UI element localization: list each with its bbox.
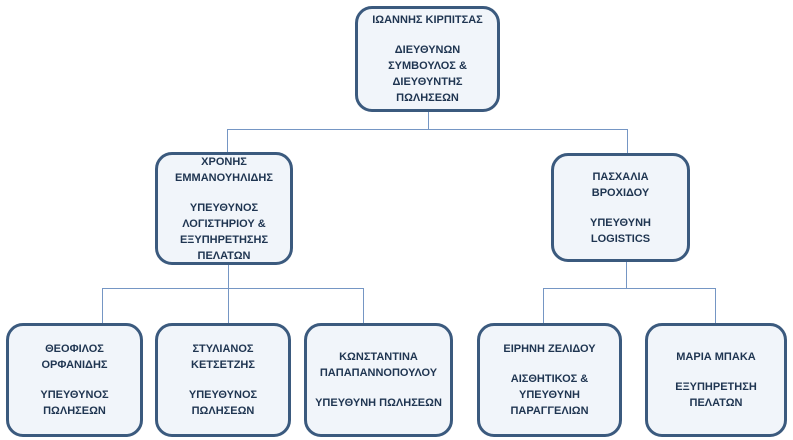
node-accounting-manager-role: ΥΠΕΥΘΥΝΟΣ ΛΟΓΙΣΤΗΡΙΟΥ & ΕΞΥΠΗΡΕΤΗΣΗΣ ΠΕΛ… [179,201,269,262]
node-sales-2: ΣΤΥΛΙΑΝΟΣ ΚΕΤΣΕΤΖΗΣ ΥΠΕΥΘΥΝΟΣ ΠΩΛΗΣΕΩΝ [155,323,291,437]
connector-drop-customer-service-1 [715,288,716,323]
connector-drop-sales-3 [363,288,364,323]
node-logistics-manager-role: ΥΠΕΥΘΥΝΗ LOGISTICS [589,216,651,245]
node-sales-3: ΚΩΝΣΤΑΝΤΙΝΑ ΠΑΠΑΠΑΝΝΟΠΟΥΛΟΥ ΥΠΕΥΘΥΝΗ ΠΩΛ… [304,323,453,437]
connector-drop-orders-1 [543,288,544,323]
connector-level2-horizontal [227,129,628,130]
connector-level3-left-horizontal [102,288,363,289]
node-sales-3-name: ΚΩΝΣΤΑΝΤΙΝΑ ΠΑΠΑΠΑΝΝΟΠΟΥΛΟΥ [319,351,438,379]
connector-drop-sales-1 [102,288,103,323]
connector-drop-accounting-manager [227,129,228,152]
node-ceo-role: ΔΙΕΥΘΥΝΩΝ ΣΥΜΒΟΥΛΟΣ & ΔΙΕΥΘΥΝΤΗΣ ΠΩΛΗΣΕΩ… [388,44,467,104]
connector-accounting-manager-down [228,265,229,323]
node-orders-1-name: ΕΙΡΗΝΗ ΖΕΛΙΔΟΥ [503,343,596,355]
node-sales-1-role: ΥΠΕΥΘΥΝΟΣ ΠΩΛΗΣΕΩΝ [40,389,109,417]
node-sales-2-role: ΥΠΕΥΘΥΝΟΣ ΠΩΛΗΣΕΩΝ [188,389,258,417]
node-sales-3-role: ΥΠΕΥΘΥΝΗ ΠΩΛΗΣΕΩΝ [315,397,442,409]
node-logistics-manager: ΠΑΣΧΑΛΙΑ ΒΡΟΧΙΔΟΥ ΥΠΕΥΘΥΝΗ LOGISTICS [551,153,690,262]
node-logistics-manager-name: ΠΑΣΧΑΛΙΑ ΒΡΟΧΙΔΟΥ [591,170,650,199]
node-accounting-manager-name: ΧΡΟΝΗΣ ΕΜΜΑΝΟΥΗΛΙΔΗΣ [175,155,273,184]
node-customer-service-1: ΜΑΡΙΑ ΜΠΑΚΑ ΕΞΥΠΗΡΕΤΗΣΗ ΠΕΛΑΤΩΝ [645,323,787,437]
node-sales-2-name: ΣΤΥΛΙΑΝΟΣ ΚΕΤΣΕΤΖΗΣ [191,343,255,371]
connector-level3-right-horizontal [543,288,716,289]
node-ceo-name: ΙΩΑΝΝΗΣ ΚΙΡΠΙΤΣΑΣ [372,14,483,26]
node-orders-1: ΕΙΡΗΝΗ ΖΕΛΙΔΟΥ ΑΙΣΘΗΤΙΚΟΣ & ΥΠΕΥΘΥΝΗ ΠΑΡ… [477,323,622,437]
connector-drop-logistics-manager [627,129,628,153]
node-orders-1-role: ΑΙΣΘΗΤΙΚΟΣ & ΥΠΕΥΘΥΝΗ ΠΑΡΑΓΓΕΛΙΩΝ [510,373,589,417]
node-sales-1: ΘΕΟΦΙΛΟΣ ΟΡΦΑΝΙΔΗΣ ΥΠΕΥΘΥΝΟΣ ΠΩΛΗΣΕΩΝ [6,323,143,437]
node-customer-service-1-name: ΜΑΡΙΑ ΜΠΑΚΑ [676,351,756,363]
node-accounting-manager: ΧΡΟΝΗΣ ΕΜΜΑΝΟΥΗΛΙΔΗΣ ΥΠΕΥΘΥΝΟΣ ΛΟΓΙΣΤΗΡΙ… [155,152,293,265]
connector-ceo-down [428,112,429,129]
node-sales-1-name: ΘΕΟΦΙΛΟΣ ΟΡΦΑΝΙΔΗΣ [41,343,108,371]
connector-logistics-manager-down [626,262,627,288]
node-ceo: ΙΩΑΝΝΗΣ ΚΙΡΠΙΤΣΑΣ ΔΙΕΥΘΥΝΩΝ ΣΥΜΒΟΥΛΟΣ & … [355,6,500,112]
node-customer-service-1-role: ΕΞΥΠΗΡΕΤΗΣΗ ΠΕΛΑΤΩΝ [675,381,757,409]
